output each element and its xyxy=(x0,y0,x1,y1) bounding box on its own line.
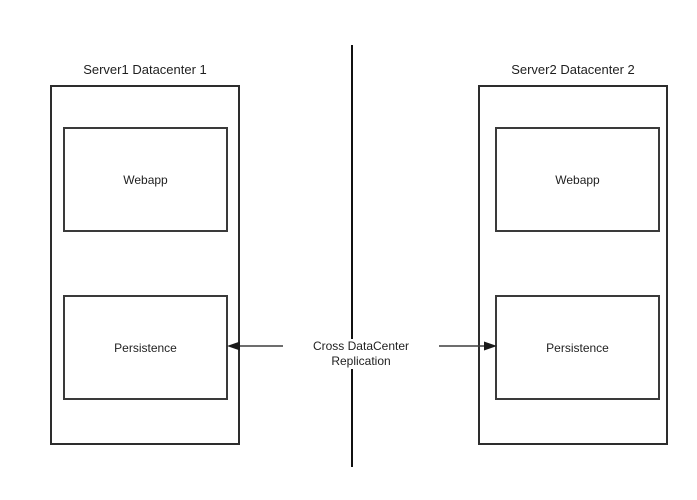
replication-arrow-label: Cross DataCenter Replication xyxy=(283,339,439,369)
server2-persistence-label: Persistence xyxy=(546,340,609,355)
server1-title: Server1 Datacenter 1 xyxy=(83,62,207,77)
server2-webapp-label: Webapp xyxy=(555,172,600,187)
server1-persistence-box: Persistence xyxy=(63,295,228,400)
server1-persistence-label: Persistence xyxy=(114,340,177,355)
server2-persistence-box: Persistence xyxy=(495,295,660,400)
server1-webapp-box: Webapp xyxy=(63,127,228,232)
server2-title: Server2 Datacenter 2 xyxy=(511,62,635,77)
datacenter-divider-line xyxy=(351,45,353,467)
server1-webapp-label: Webapp xyxy=(123,172,168,187)
arrowhead-right-icon xyxy=(484,341,497,351)
server2-webapp-box: Webapp xyxy=(495,127,660,232)
arrowhead-left-icon xyxy=(227,341,240,351)
